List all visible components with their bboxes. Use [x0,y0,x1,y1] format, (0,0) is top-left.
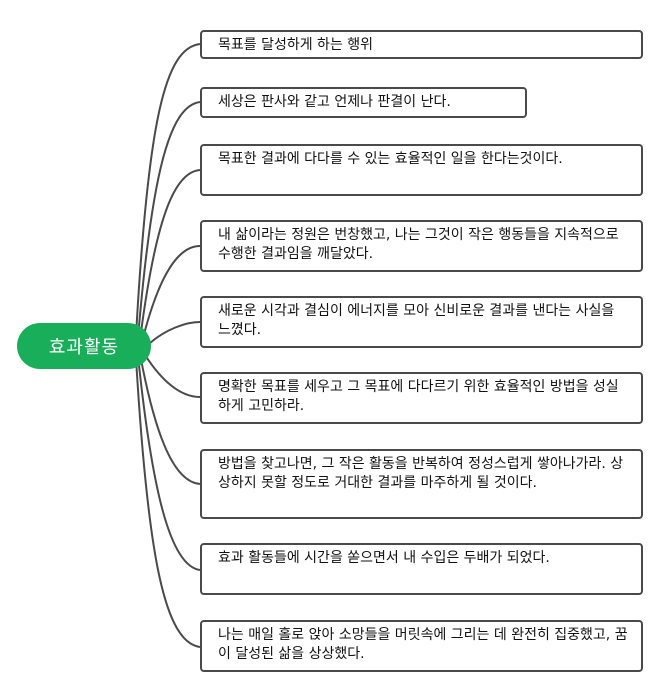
connector-line-8 [137,355,201,571]
branch-node-text: 명확한 목표를 세우고 그 목표에 다다르기 위한 효율적인 방법을 성실하게 … [218,379,619,414]
connector-line-2 [137,101,201,339]
connector-line-1 [135,43,201,337]
branch-node-text: 효과 활동들에 시간을 쏟으면서 내 수입은 두배가 되었다. [218,550,550,566]
branch-node-6[interactable]: 명확한 목표를 세우고 그 목표에 다다르기 위한 효율적인 방법을 성실하게 … [200,372,643,424]
branch-node-text: 목표한 결과에 다다를 수 있는 효율적인 일을 한다는것이다. [218,151,563,167]
root-node[interactable]: 효과활동 [17,323,151,369]
branch-node-9[interactable]: 나는 매일 홀로 앉아 소망들을 머릿속에 그리는 데 완전히 집중했고, 꿈이… [200,620,643,672]
branch-node-text: 세상은 판사와 같고 언제나 판결이 난다. [218,94,451,110]
connector-line-7 [139,353,201,485]
connector-line-4 [141,245,201,343]
branch-node-1[interactable]: 목표를 달성하게 하는 행위 [200,30,643,59]
connector-line-5 [149,321,201,344]
connector-line-9 [135,357,201,648]
branch-node-text: 내 삶이라는 정원은 번창했고, 나는 그것이 작은 행동들을 지속적으로 수행… [218,227,619,262]
branch-node-7[interactable]: 방법을 찾고나면, 그 작은 활동을 반복하여 정성스럽게 쌓아나가라. 상상하… [200,449,643,519]
branch-node-2[interactable]: 세상은 판사와 같고 언제나 판결이 난다. [200,87,527,118]
root-node-label: 효과활동 [48,337,120,358]
branch-node-3[interactable]: 목표한 결과에 다다를 수 있는 효율적인 일을 한다는것이다. [200,144,643,196]
connector-line-6 [141,349,201,398]
branch-node-5[interactable]: 새로운 시각과 결심이 에너지를 모아 신비로운 결과를 낸다는 사실을 느꼈다… [200,296,643,348]
branch-node-8[interactable]: 효과 활동들에 시간을 쏟으면서 내 수입은 두배가 되었다. [200,543,643,595]
branch-node-text: 방법을 찾고나면, 그 작은 활동을 반복하여 정성스럽게 쌓아나가라. 상상하… [218,456,624,491]
branch-node-text: 나는 매일 홀로 앉아 소망들을 머릿속에 그리는 데 완전히 집중했고, 꿈이… [218,627,628,662]
connector-line-3 [139,169,201,341]
branch-node-text: 목표를 달성하게 하는 행위 [218,37,374,53]
branch-node-text: 새로운 시각과 결심이 에너지를 모아 신비로운 결과를 낸다는 사실을 느꼈다… [218,303,615,338]
branch-node-4[interactable]: 내 삶이라는 정원은 번창했고, 나는 그것이 작은 행동들을 지속적으로 수행… [200,220,643,272]
